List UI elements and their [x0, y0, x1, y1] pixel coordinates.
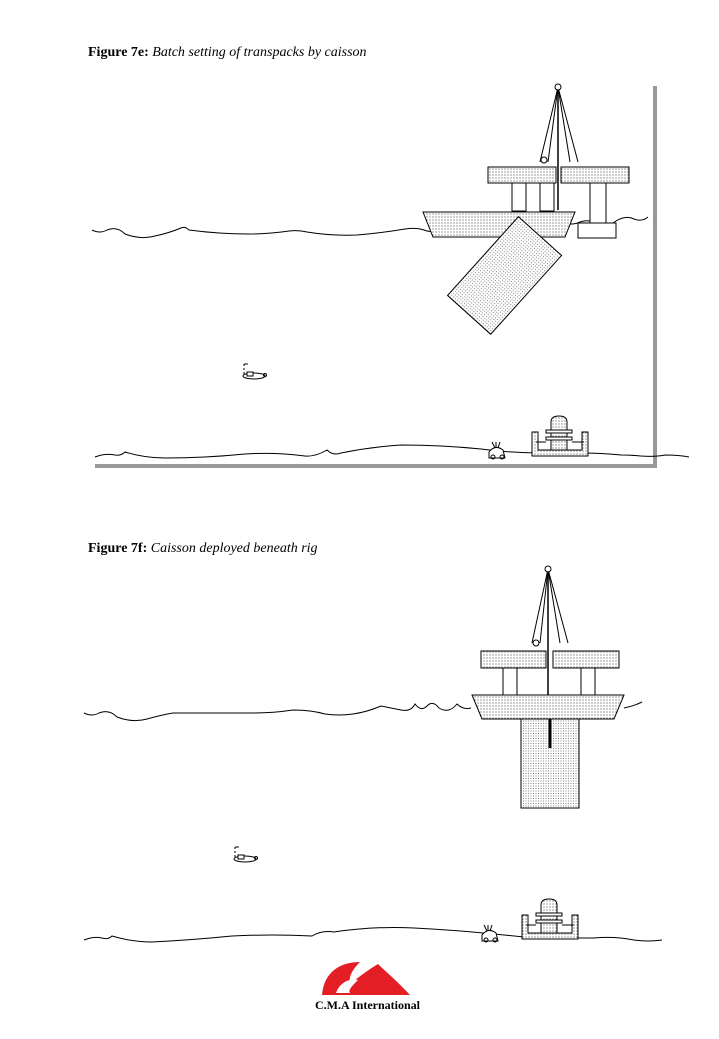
cma-logo-mark — [322, 962, 410, 995]
company-name: C.M.A International — [315, 998, 420, 1012]
seabed-line — [83, 927, 663, 943]
figure-7f-caption: Figure 7f: Caisson deployed beneath rig — [88, 541, 318, 557]
rig-upper-deck-left — [480, 650, 547, 669]
rig-upper-deck-right — [560, 166, 630, 184]
crane — [531, 565, 569, 695]
crane-pulley-icon — [554, 83, 562, 91]
rig-upper-deck-right — [552, 650, 620, 669]
seabed-line — [94, 444, 690, 459]
figure-7f-diagram — [83, 565, 663, 943]
submarine-icon — [233, 846, 258, 863]
subsea-template — [531, 415, 589, 457]
figure-7e-caption: Figure 7e: Batch setting of transpacks b… — [88, 45, 367, 61]
rig-leg-foot — [577, 222, 617, 239]
submarine-icon — [242, 363, 267, 380]
crane — [539, 83, 579, 210]
seabed-crawler-icon — [488, 441, 506, 460]
rig-pontoon — [471, 694, 625, 720]
subsea-template — [521, 898, 579, 940]
tilted-caisson — [446, 215, 563, 335]
figure-7f-number: Figure 7f: — [88, 541, 148, 556]
figure-7e-diagram — [91, 83, 690, 468]
figure-7e-title: Batch setting of transpacks by caisson — [152, 45, 367, 60]
rig-columns — [502, 667, 596, 696]
seabed-crawler-icon — [481, 924, 499, 943]
crane-pulley-icon — [544, 565, 552, 573]
rig-pontoon — [422, 211, 576, 238]
figure-7f-title: Caisson deployed beneath rig — [150, 541, 318, 556]
sea-surface-wave — [83, 701, 643, 722]
rig-upper-deck-left — [487, 166, 557, 184]
figure-7e-number: Figure 7e: — [88, 45, 149, 60]
